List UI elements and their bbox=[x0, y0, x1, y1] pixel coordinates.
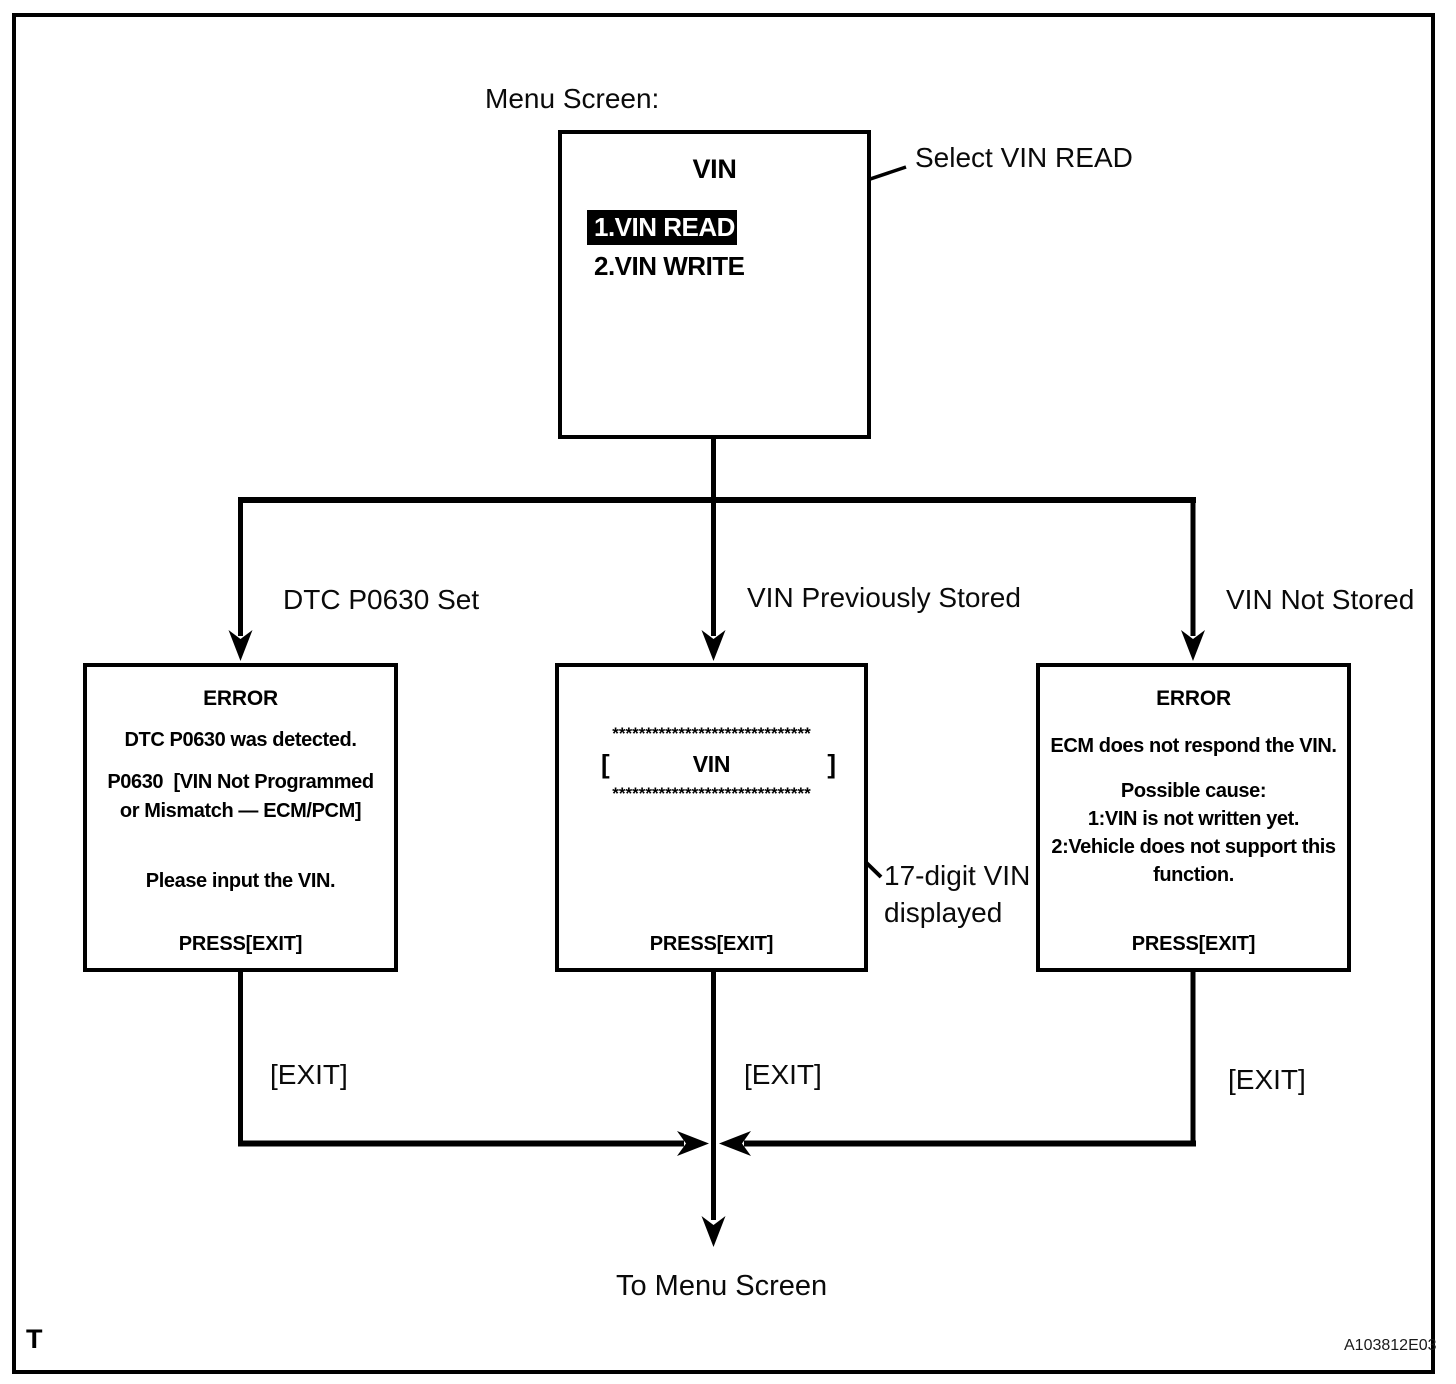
to-menu-screen-label: To Menu Screen bbox=[616, 1270, 828, 1302]
menu-item-vin-read: 1.VIN READ bbox=[587, 210, 737, 245]
error-ecm-line1: ECM does not respond the VIN. bbox=[1050, 735, 1337, 757]
branch-label-vin-stored: VIN Previously Stored bbox=[747, 582, 1021, 613]
menu-screen-label: Menu Screen: bbox=[485, 83, 660, 114]
error-dtc-line1: DTC P0630 was detected. bbox=[124, 729, 357, 751]
error-dtc-screen-box: ERROR DTC P0630 was detected. P0630 [VIN… bbox=[83, 663, 398, 972]
error-dtc-line3: or Mismatch — ECM/PCM] bbox=[119, 800, 362, 822]
branch-label-dtc-set: DTC P0630 Set bbox=[283, 584, 480, 615]
vin-word: VIN bbox=[692, 751, 731, 777]
error-ecm-screen-box: ERROR ECM does not respond the VIN. Poss… bbox=[1036, 663, 1351, 972]
exit-label-left: [EXIT] bbox=[270, 1059, 348, 1090]
annotation-vin-digits-line1: 17-digit VIN bbox=[884, 860, 1031, 891]
vin-bracket-close: ] bbox=[827, 749, 836, 779]
error-dtc-line4: Please input the VIN. bbox=[145, 870, 336, 892]
error-ecm-line2: Possible cause: bbox=[1120, 780, 1267, 802]
error-dtc-press-exit: PRESS[EXIT] bbox=[178, 933, 303, 955]
error-dtc-title: ERROR bbox=[203, 687, 278, 710]
menu-screen-box: VIN 1.VIN READ 2.VIN WRITE bbox=[558, 130, 871, 439]
annotation-vin-digits: 17-digit VIN displayed bbox=[884, 857, 1030, 931]
annotation-select-vin-read: Select VIN READ bbox=[915, 142, 1133, 173]
error-dtc-line2: P0630 [VIN Not Programmed bbox=[107, 771, 374, 793]
vin-bracket-open: [ bbox=[601, 749, 610, 779]
error-ecm-line4: 2:Vehicle does not support this bbox=[1051, 836, 1336, 858]
error-ecm-title: ERROR bbox=[1156, 687, 1231, 710]
vin-stars-bottom: ****************************** bbox=[612, 784, 811, 803]
exit-label-middle: [EXIT] bbox=[744, 1059, 822, 1090]
menu-screen-title: VIN bbox=[692, 154, 737, 184]
error-ecm-press-exit: PRESS[EXIT] bbox=[1131, 933, 1256, 955]
menu-item-vin-write: 2.VIN WRITE bbox=[594, 251, 745, 281]
vin-stars-top: ****************************** bbox=[612, 724, 811, 743]
error-ecm-line3: 1:VIN is not written yet. bbox=[1087, 808, 1300, 830]
error-ecm-line5: function. bbox=[1153, 864, 1234, 886]
annotation-vin-digits-line2: displayed bbox=[884, 897, 1003, 928]
vin-bracket-row: [ VIN ] bbox=[559, 749, 864, 783]
page-border bbox=[12, 13, 1435, 1374]
vin-display-screen-box: ****************************** [ VIN ] *… bbox=[555, 663, 868, 972]
branch-label-vin-not-stored: VIN Not Stored bbox=[1226, 584, 1415, 615]
vin-press-exit: PRESS[EXIT] bbox=[649, 933, 774, 955]
page-mark: T bbox=[26, 1324, 43, 1354]
exit-label-right: [EXIT] bbox=[1228, 1064, 1306, 1095]
figure-code: A103812E03 bbox=[1344, 1337, 1437, 1354]
